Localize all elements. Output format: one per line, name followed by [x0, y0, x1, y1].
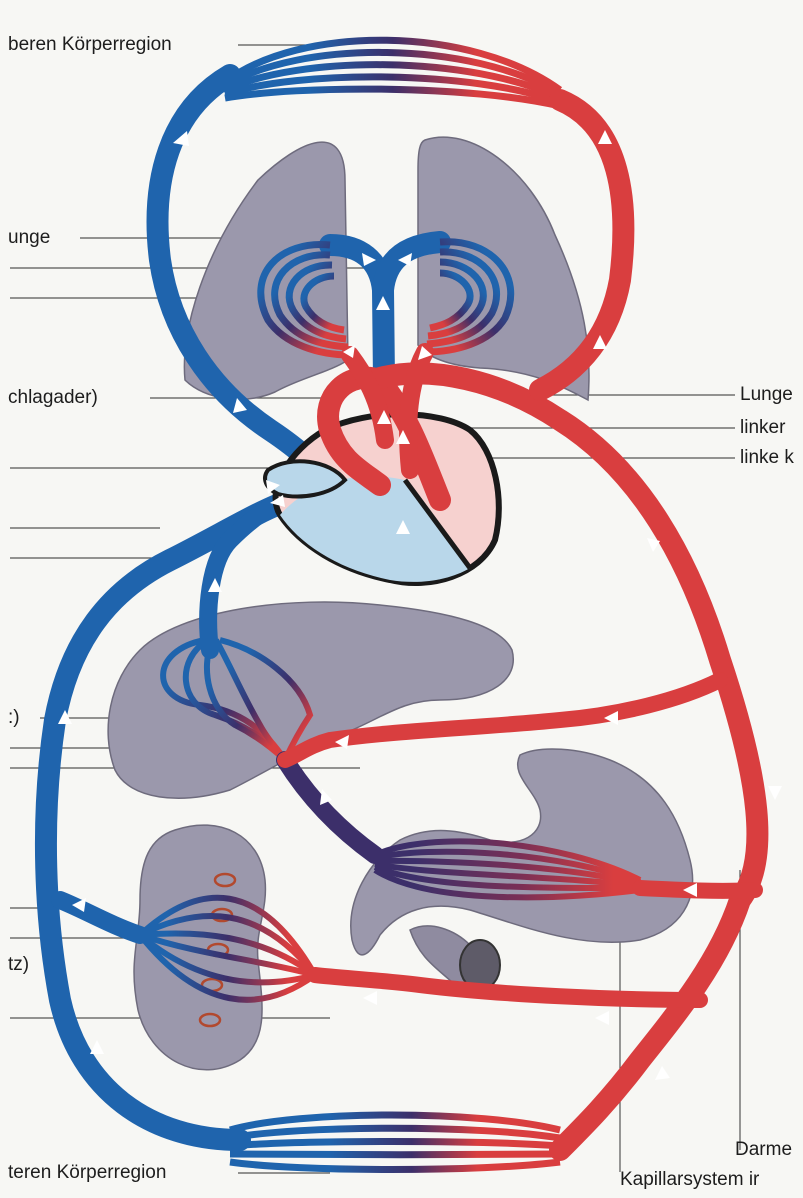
arrow-icon	[363, 991, 377, 1005]
label-liver-network: :)	[8, 708, 20, 727]
label-pulmonary-right: Lunge	[740, 385, 793, 404]
label-capillary-system-right: Kapillarsystem ir	[620, 1170, 759, 1189]
lower-capillary	[230, 1162, 560, 1170]
arrow-icon	[90, 1040, 104, 1054]
lower-capillary	[230, 1142, 560, 1147]
intestine-artery	[640, 888, 755, 891]
upper-body-capillaries	[225, 40, 560, 106]
arrow-icon	[595, 1011, 609, 1025]
lower-body-capillaries	[230, 1115, 560, 1170]
label-intestine-right: Darme	[735, 1140, 792, 1159]
arrow-icon	[768, 786, 782, 800]
label-left-atrium-right: linker	[740, 418, 785, 437]
lower-capillary	[230, 1128, 560, 1138]
label-left-ventricle-right: linke k	[740, 448, 794, 467]
portal-vein	[285, 760, 375, 855]
arrow-icon	[655, 1066, 670, 1080]
lower-capillary	[230, 1154, 560, 1155]
label-lower-body-region: teren Körperregion	[8, 1163, 166, 1182]
kidney-vein	[60, 900, 140, 935]
liver	[108, 602, 513, 798]
label-upper-body-region: beren Körperregion	[8, 35, 172, 54]
label-kidney-network: tz)	[8, 955, 29, 974]
label-aorta: chlagader)	[8, 388, 98, 407]
label-lung: unge	[8, 228, 50, 247]
